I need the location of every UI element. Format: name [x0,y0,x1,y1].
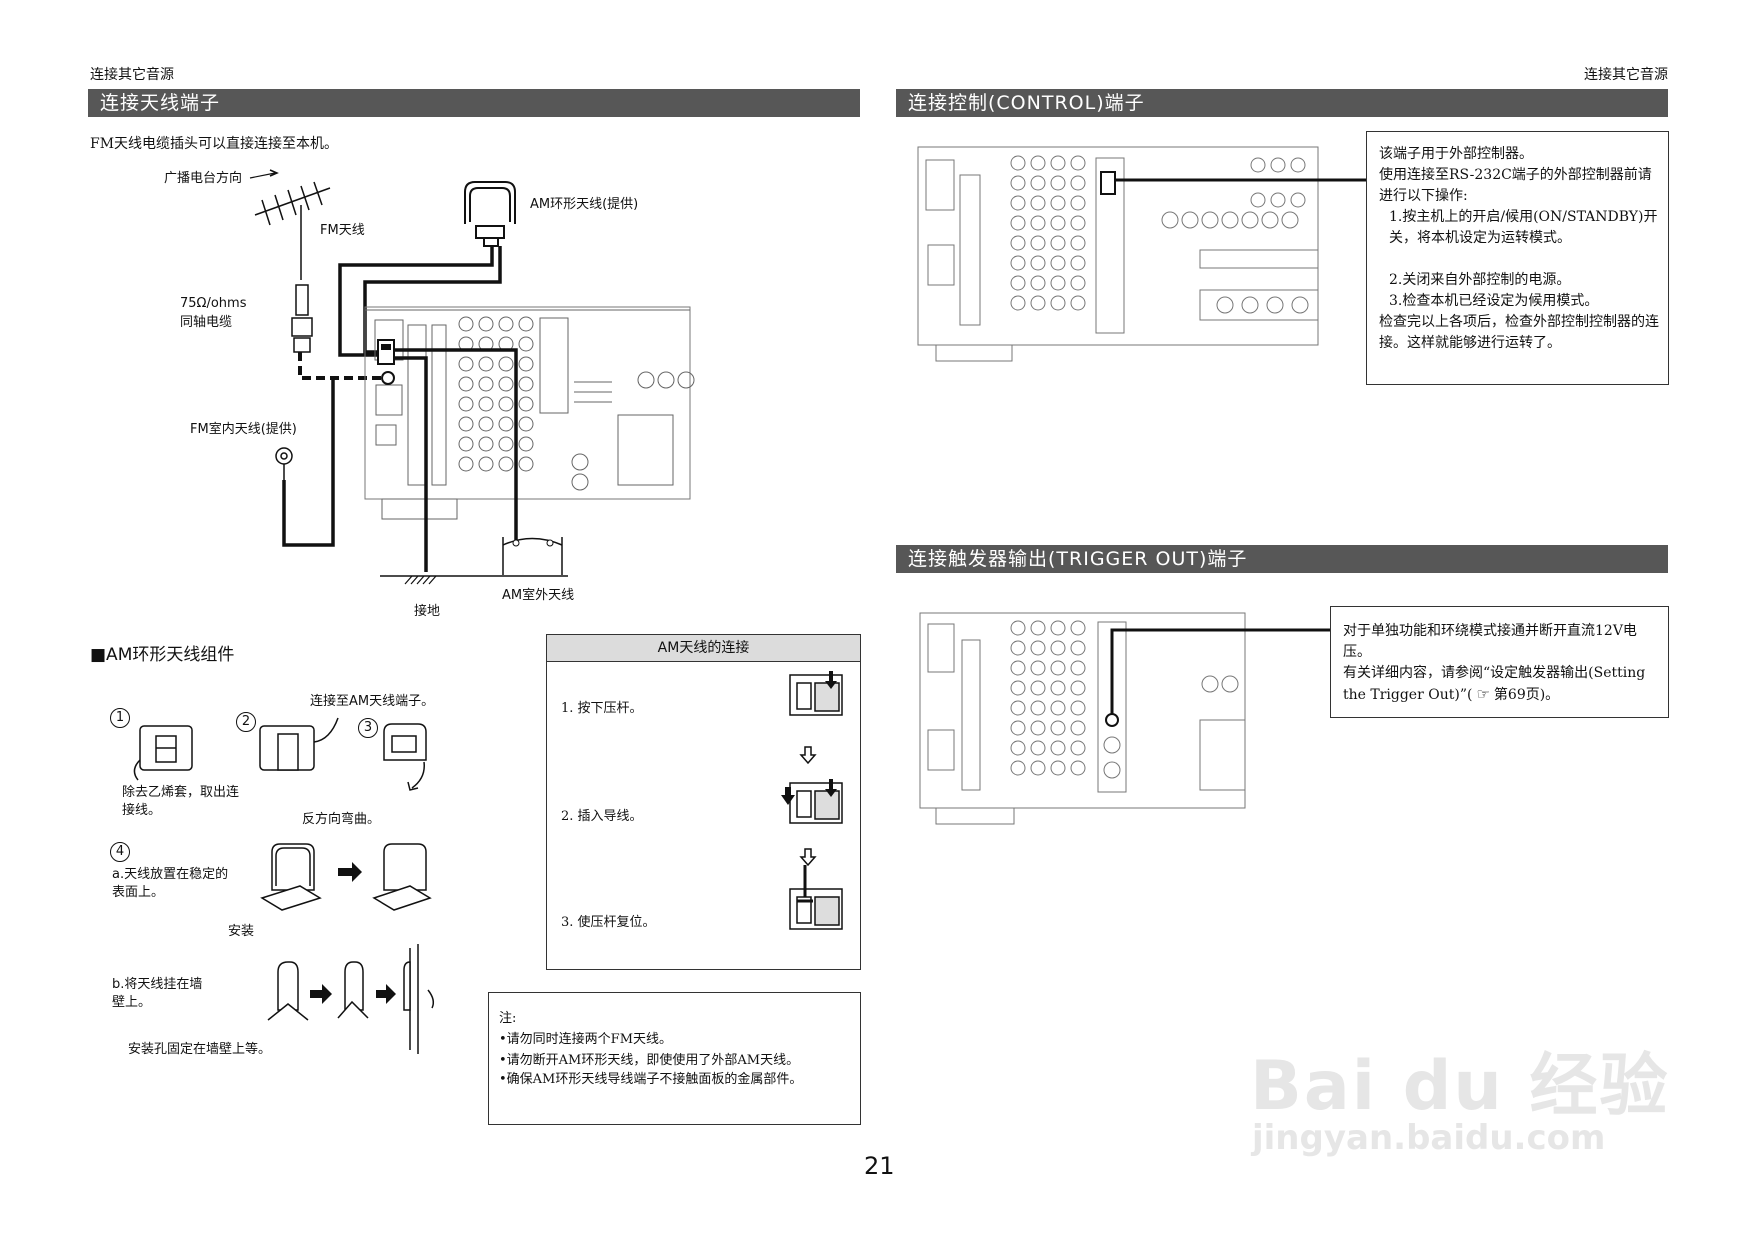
watermark-brand: Bai du 经验 [1250,1047,1670,1126]
am-loop-antenna-icon [464,181,516,247]
control-step-2: 2.关闭来自外部控制的电源。 [1389,272,1571,288]
label-fm-antenna: FM天线 [320,223,365,238]
running-header-right: 连接其它音源 [1584,67,1668,83]
am-connection-step-3: 3. 使压杆复位。 [561,915,656,930]
remove-vinyl-text: 除去乙烯套，取出连接线。 [122,785,240,818]
label-am-outdoor: AM室外天线 [502,588,575,603]
coax-connector-icon [291,284,313,353]
bend-reverse-text: 反方向弯曲。 [302,812,381,827]
watermark-url: jingyan.baidu.com [1252,1118,1606,1158]
running-header-left: 连接其它音源 [90,67,174,83]
section-title-control: 连接控制(CONTROL)端子 [896,89,1668,117]
receiver-rear-panel-left [364,306,691,520]
step-3-marker: 3 [358,716,378,738]
control-info-box: 该端子用于外部控制器。 使用连接至RS-232C端子的外部控制器前请进行以下操作… [1366,131,1669,385]
note-item-1: •请勿同时连接两个FM天线。 [499,1032,672,1047]
control-step-1: 1.按主机上的开启/候用(ON/STANDBY)开关，将本机设定为运转模式。 [1389,209,1658,246]
step-1-marker: 1 [110,706,130,728]
arrow-right-icon [338,862,362,882]
note-item-2: •请勿断开AM环形天线，即使使用了外部AM天线。 [499,1053,800,1068]
fm-indoor-antenna-icon [275,447,293,480]
ground-icon [404,575,437,585]
trigger-info-box: 对于单独功能和环绕模式接通并断开直流12V电压。 有关详细内容，请参阅“设定触发… [1330,606,1669,718]
note-item-3: •确保AM环形天线导线端子不接触面板的金属部件。 [499,1072,803,1087]
label-fm-indoor: FM室内天线(提供) [190,422,297,437]
intro-text: FM天线电缆插头可以直接连接至本机。 [90,136,339,152]
label-coax-cable: 同轴电缆 [180,315,233,330]
trigger-line-1: 对于单独功能和环绕模式接通并断开直流12V电压。 [1343,623,1637,660]
notes-title: 注: [499,1011,517,1026]
label-broadcast-direction: 广播电台方向 [164,171,243,186]
trigger-line-2: 有关详细内容，请参阅“设定触发器输出(Setting the Trigger O… [1343,665,1646,703]
label-am-loop: AM环形天线(提供) [530,197,639,212]
hand-pointer-icon: ☞ [1476,685,1490,703]
step-2-marker: 2 [236,710,256,732]
label-ground: 接地 [414,604,441,619]
arrow-right-icon [376,984,396,1004]
fm-antenna-icon [249,169,331,280]
am-connection-title: AM天线的连接 [547,635,860,662]
am-connection-step-2: 2. 插入导线。 [561,809,643,824]
control-tail: 检查完以上各项后，检查外部控制控制器的连接。这样就能够进行运转了。 [1379,314,1659,351]
page-number: 21 [864,1152,895,1180]
section-title-antenna: 连接天线端子 [88,89,860,117]
install-label: 安装 [228,924,255,939]
am-connection-step-1: 1. 按下压杆。 [561,701,643,716]
step-4b-text: b.将天线挂在墙壁上。 [112,977,203,1010]
arrow-right-icon [310,984,332,1004]
step-4a-text: a.天线放置在稳定的表面上。 [112,867,229,900]
section-title-trigger: 连接触发器输出(TRIGGER OUT)端子 [896,545,1668,573]
am-connection-panel: AM天线的连接 1. 按下压杆。 2. 插入导线。 3. 使压杆复位。 [546,634,861,970]
terminal-illustrations [781,671,843,930]
label-coax-ohms: 75Ω/ohms [180,296,247,311]
control-step-3: 3.检查本机已经设定为候用模式。 [1389,293,1599,309]
control-line-1: 该端子用于外部控制器。 [1379,146,1533,162]
connect-to-am-terminal: 连接至AM天线端子。 [310,694,435,709]
notes-box: 注: •请勿同时连接两个FM天线。 •请勿断开AM环形天线，即使使用了外部AM天… [488,992,861,1125]
wall-fix-text: 安装孔固定在墙壁上等。 [128,1042,272,1057]
control-line-2: 使用连接至RS-232C端子的外部控制器前请进行以下操作: [1379,167,1652,204]
am-assembly-title: ■AM环形天线组件 [90,645,235,665]
step-4-marker: 4 [110,840,130,862]
arrow-down-icon [799,746,817,867]
